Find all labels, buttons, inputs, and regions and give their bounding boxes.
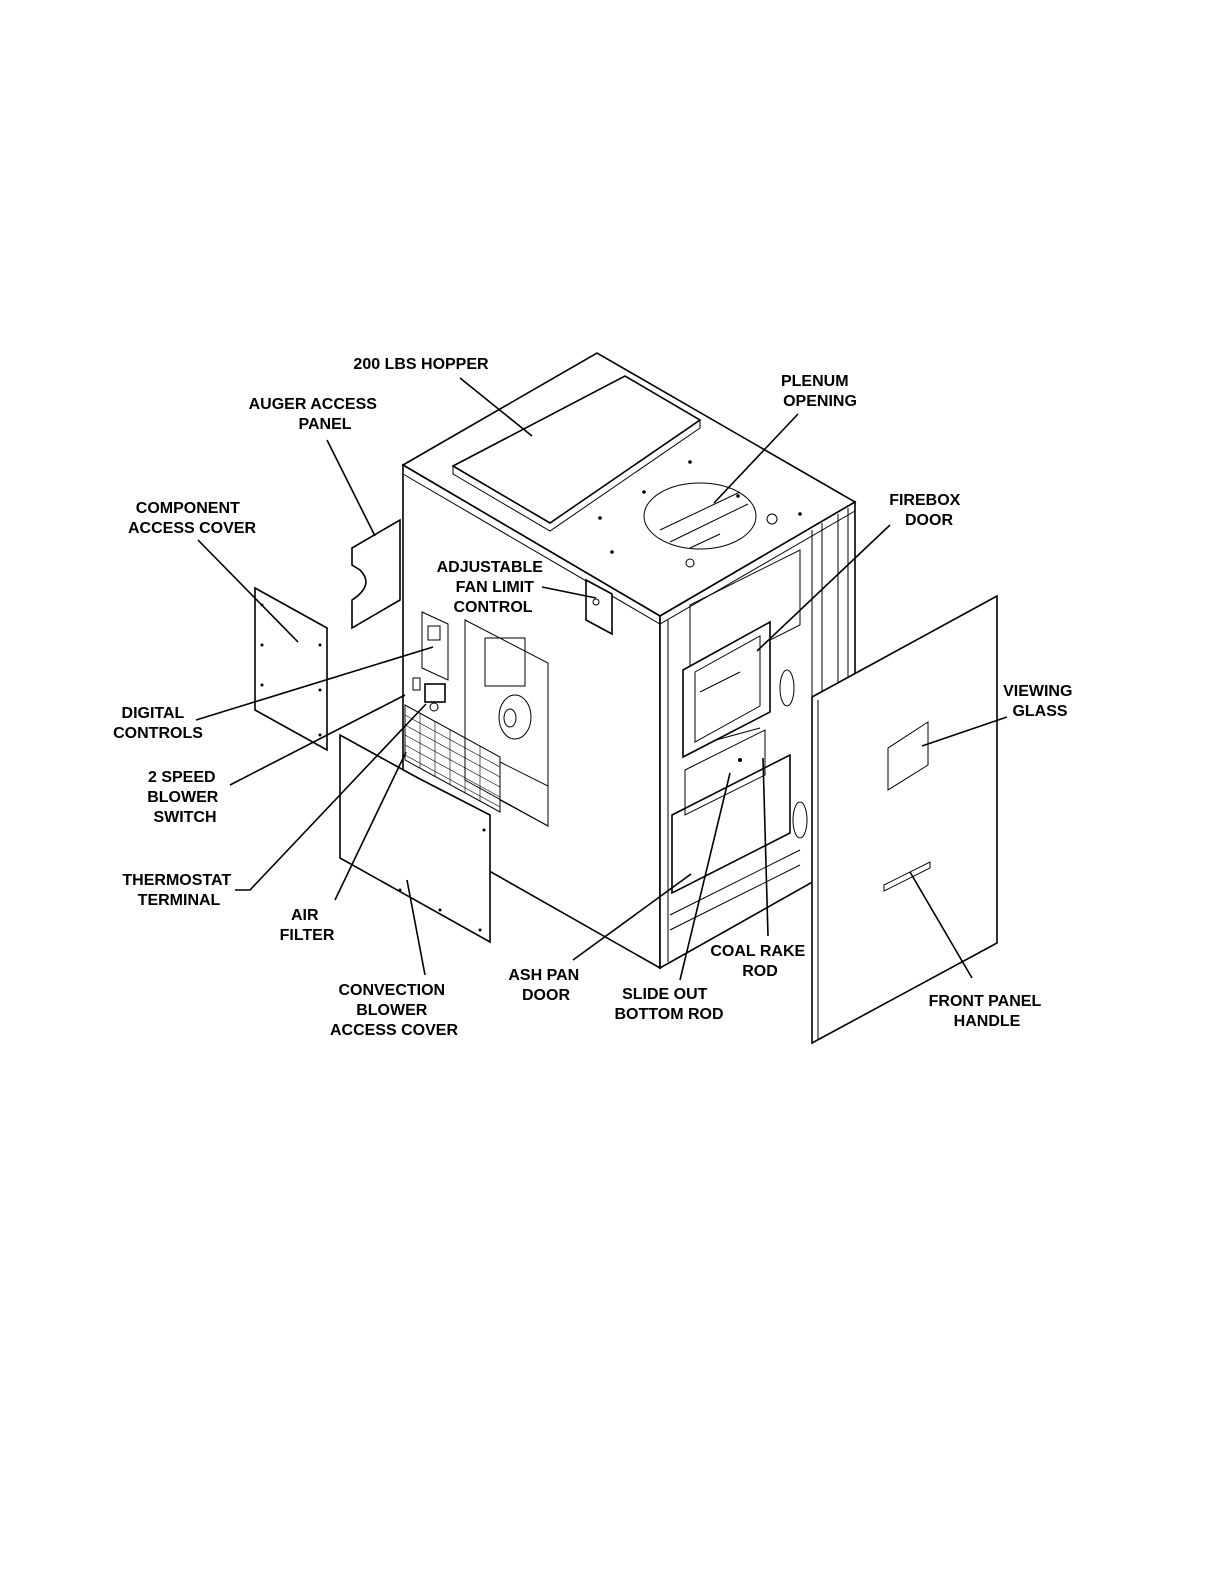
label-ash-pan-door: ASH PAN DOOR <box>508 967 583 1004</box>
blower-switch <box>425 684 445 702</box>
label-coal-rake-rod: COAL RAKE ROD <box>710 943 809 980</box>
label-air-filter: AIR FILTER <box>280 907 335 944</box>
label-component-access-cover: COMPONENT ACCESS COVER <box>128 500 256 537</box>
label-plenum-opening: PLENUM OPENING <box>781 373 857 410</box>
label-viewing-glass: VIEWING GLASS <box>1003 683 1077 720</box>
label-convection-blower-access-cover: CONVECTION BLOWER ACCESS COVER <box>330 982 458 1039</box>
label-front-panel-handle: FRONT PANEL HANDLE <box>929 993 1046 1030</box>
label-slide-out-bottom-rod: SLIDE OUT BOTTOM ROD <box>614 986 723 1023</box>
label-digital-controls: DIGITAL CONTROLS <box>113 705 203 742</box>
label-firebox-door: FIREBOX DOOR <box>889 492 965 529</box>
label-thermostat-terminal: THERMOSTAT TERMINAL <box>122 872 235 909</box>
auger-access-panel <box>352 520 400 628</box>
label-auger-access-panel: AUGER ACCESS PANEL <box>249 396 382 433</box>
label-blower-switch: 2 SPEED BLOWER SWITCH <box>147 769 223 826</box>
component-access-cover <box>255 588 327 750</box>
label-hopper: 200 LBS HOPPER <box>353 356 489 373</box>
